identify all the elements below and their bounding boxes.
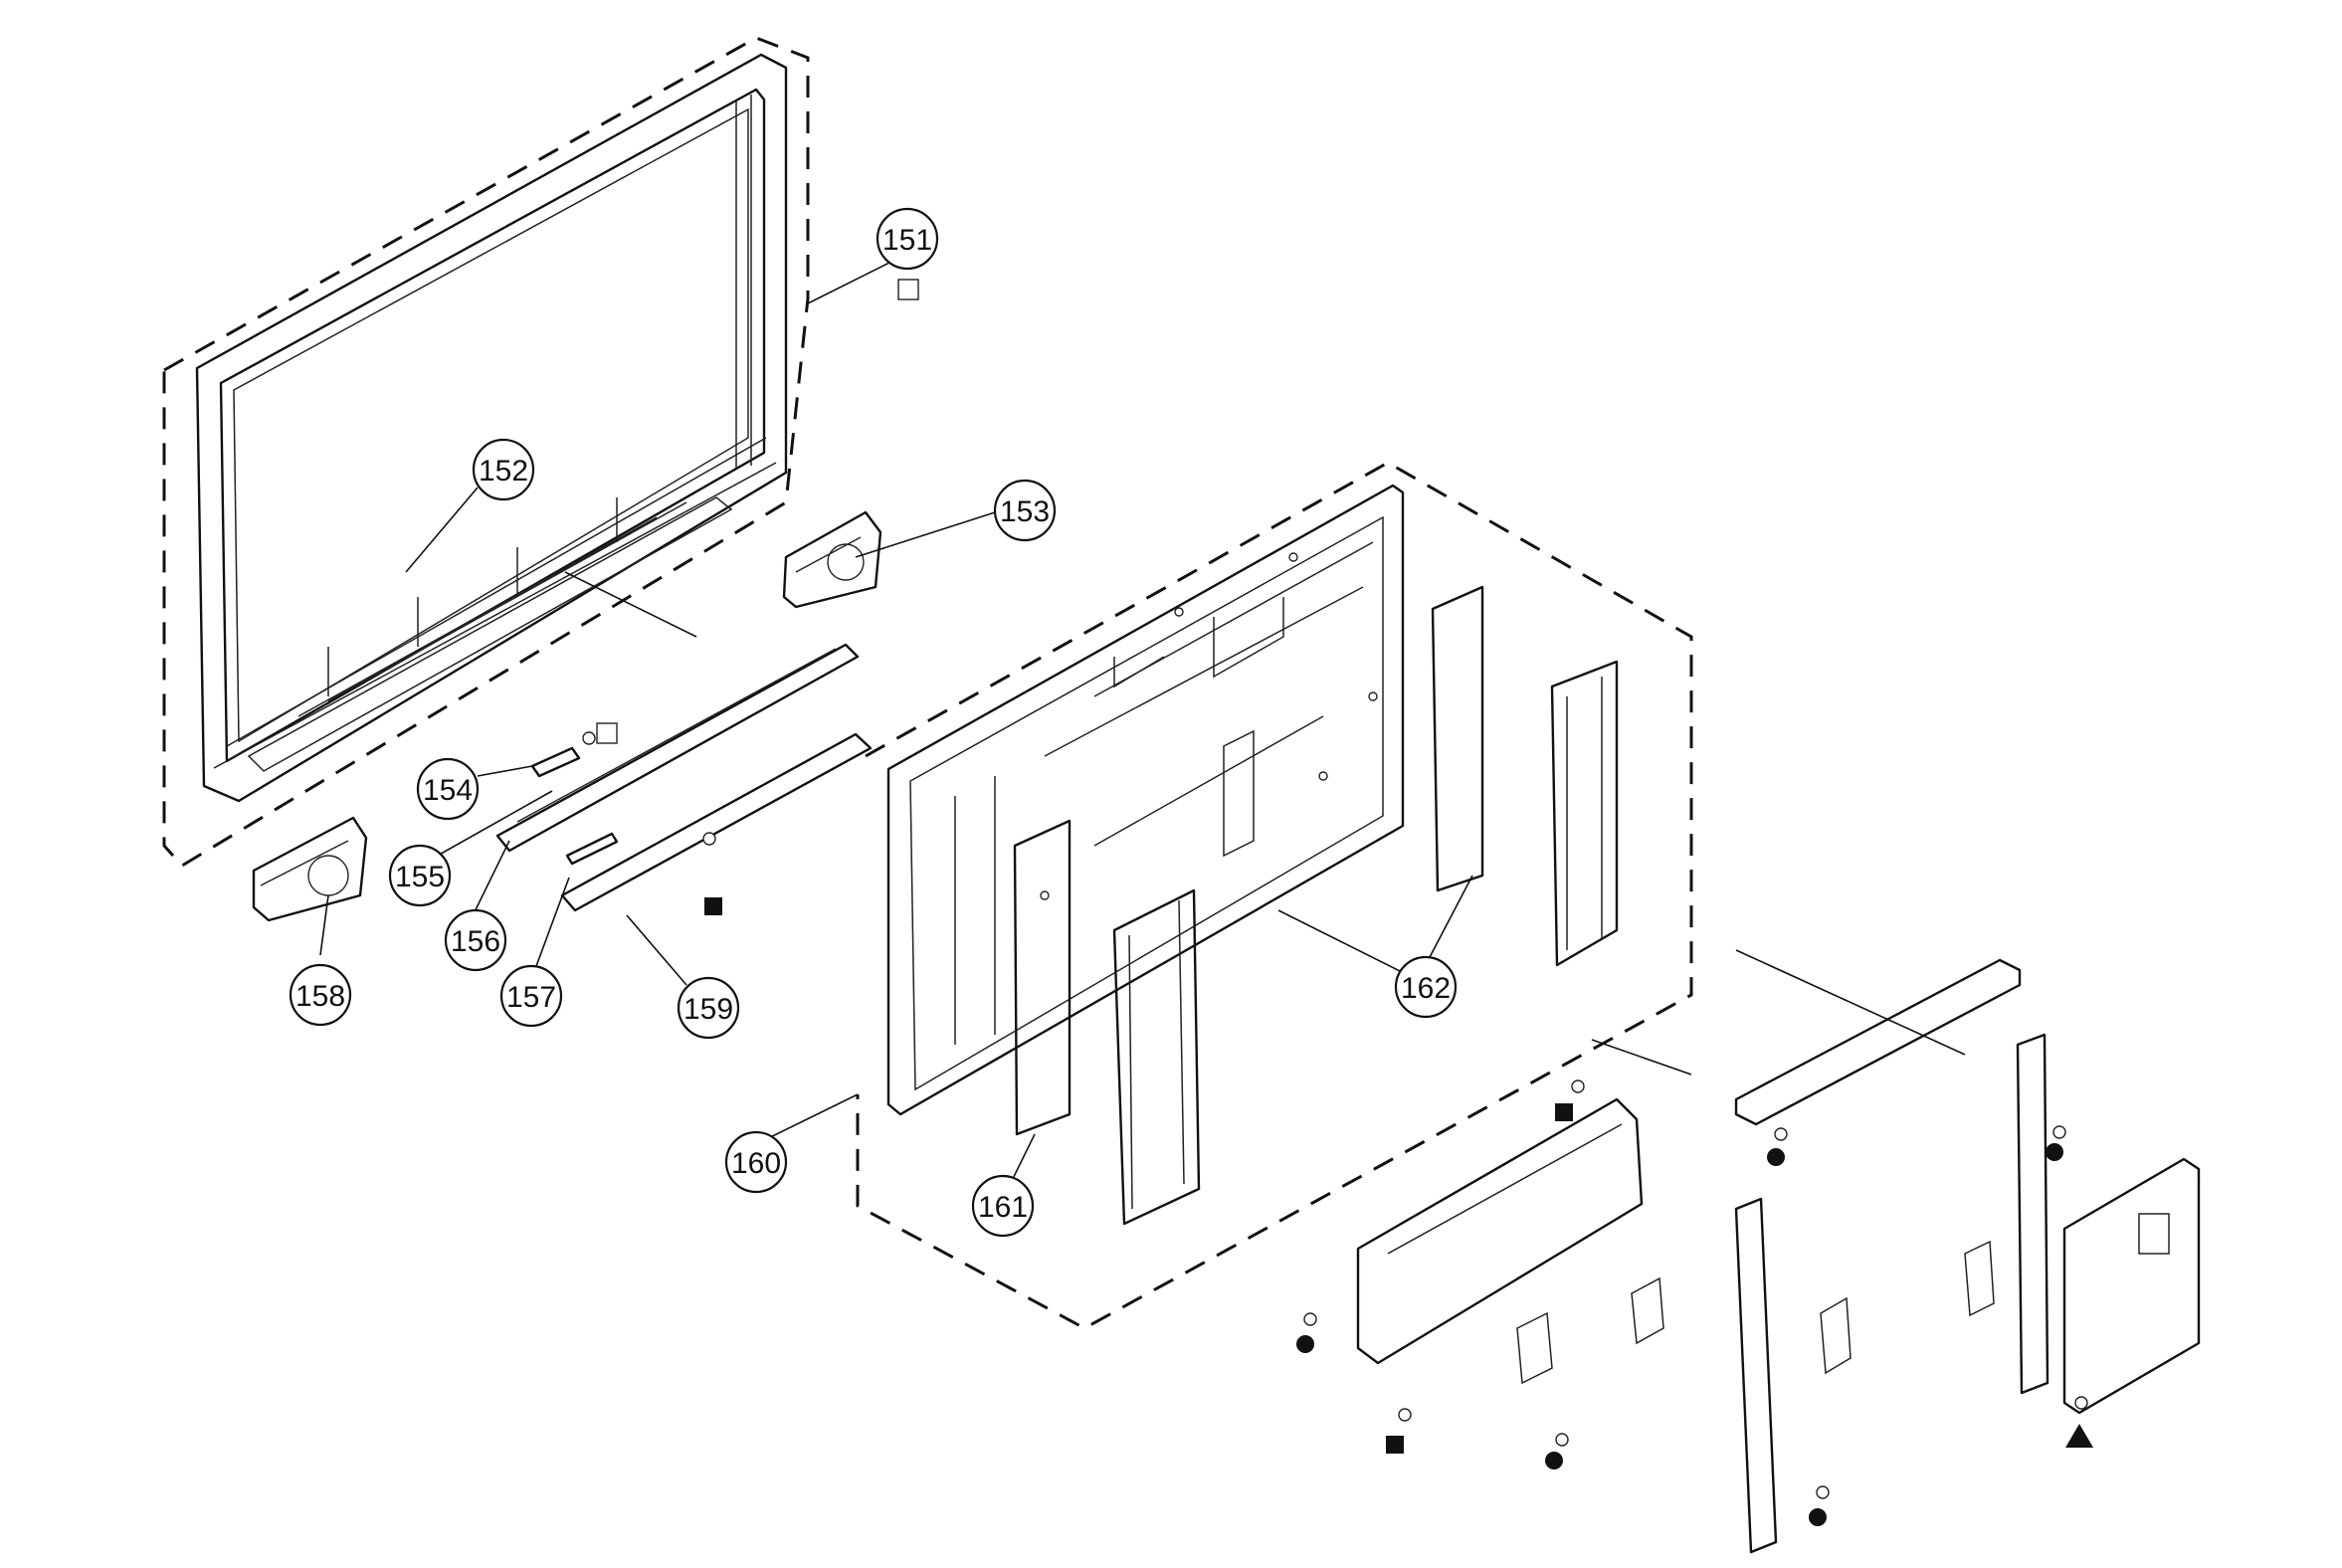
screw [1816, 1485, 1830, 1499]
open-square-symbol [897, 279, 919, 300]
symbol-markers [582, 279, 2093, 1526]
screw [1555, 1433, 1569, 1447]
shield-plate-162 [1431, 585, 1484, 892]
clip-157 [565, 832, 619, 866]
filled-square-symbol [1555, 1103, 1573, 1121]
svg-text:161: 161 [978, 1191, 1028, 1224]
svg-text:153: 153 [1000, 495, 1050, 528]
svg-text:151: 151 [882, 224, 932, 257]
stand-bracket-parts [1356, 958, 2201, 1554]
callout-151: 151 [876, 207, 939, 271]
callout-153: 153 [993, 479, 1057, 542]
bezel-bottom-strip [247, 496, 733, 772]
open-square-symbol [596, 722, 618, 744]
top-bracket [1734, 958, 2022, 1126]
callout-160: 160 [724, 1130, 788, 1194]
callout-155: 155 [388, 844, 452, 907]
screw [582, 731, 596, 745]
panel-dashed-boundary [856, 461, 1693, 1330]
front-bezel-assembly-group [162, 36, 810, 868]
svg-text:155: 155 [395, 861, 445, 893]
callout-152: 152 [472, 438, 535, 501]
svg-text:159: 159 [683, 993, 733, 1026]
bottom-rail-parts [495, 643, 873, 912]
screw [2052, 1125, 2066, 1139]
screw [2074, 1396, 2088, 1410]
screw [1571, 1079, 1585, 1093]
filled-square-symbol [704, 897, 722, 915]
bracket-hook-1 [1516, 1311, 1553, 1385]
terminal-strip-right [1550, 660, 1619, 967]
rear-mount-plate [2062, 1157, 2201, 1415]
vertical-post-right [2016, 1033, 2049, 1395]
filled-circle-symbol [2046, 1143, 2063, 1161]
callout-159: 159 [677, 976, 740, 1040]
filled-circle-symbol [1809, 1508, 1827, 1526]
panel-assembly-group [856, 461, 1693, 1330]
front-bezel-dashed-boundary [162, 36, 810, 868]
display-panel [886, 484, 1405, 1116]
screw [1398, 1408, 1412, 1422]
bracket-hook-2 [1631, 1276, 1664, 1345]
front-bezel [195, 53, 788, 803]
filled-square-symbol [1386, 1436, 1404, 1454]
rail-155 [516, 648, 837, 823]
callout-157: 157 [499, 964, 563, 1028]
bracket-hook-4 [1964, 1240, 1995, 1317]
bottom-bracket [1356, 1097, 1644, 1365]
svg-text:152: 152 [479, 455, 528, 488]
screw [702, 832, 716, 846]
callout-158: 158 [289, 963, 352, 1027]
filled-triangle-symbol [2065, 1424, 2093, 1448]
svg-text:162: 162 [1401, 972, 1451, 1005]
svg-text:158: 158 [295, 980, 345, 1013]
leader-lines [319, 253, 1966, 1200]
shield-plate-161 [1013, 819, 1072, 1136]
terminal-strip-left [1112, 888, 1201, 1226]
filled-circle-symbol [1767, 1148, 1785, 1166]
vertical-post-left [1734, 1197, 1778, 1554]
screw [1303, 1312, 1317, 1326]
rail-156 [495, 643, 860, 853]
callout-162: 162 [1394, 955, 1458, 1019]
speaker-right [782, 510, 882, 609]
filled-circle-symbol [1545, 1452, 1563, 1470]
callout-154: 154 [416, 757, 480, 821]
svg-text:154: 154 [423, 774, 473, 807]
screw [1774, 1127, 1788, 1141]
callout-156: 156 [444, 908, 507, 972]
bracket-hook-3 [1820, 1296, 1852, 1375]
svg-text:157: 157 [506, 981, 556, 1014]
filled-circle-symbol [1296, 1335, 1314, 1353]
svg-text:160: 160 [731, 1147, 781, 1180]
clip-154 [530, 746, 581, 778]
rail-159 [560, 732, 873, 912]
callout-161: 161 [971, 1174, 1035, 1238]
speaker-left [252, 816, 368, 922]
svg-text:156: 156 [451, 925, 500, 958]
